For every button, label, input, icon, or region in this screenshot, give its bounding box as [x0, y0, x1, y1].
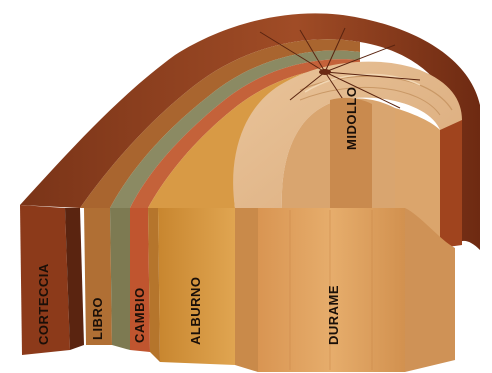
cambio-olive-front-face [110, 208, 130, 350]
label-cambio: CAMBIO [132, 287, 147, 343]
label-alburno: ALBURNO [188, 277, 203, 346]
label-durame: DURAME [326, 285, 341, 345]
label-libro: LIBRO [90, 297, 105, 340]
right-bark-edge [440, 120, 462, 248]
durame-side-face [235, 208, 258, 372]
label-corteccia: CORTECCIA [36, 263, 51, 345]
pith-dot [319, 69, 331, 75]
label-midollo: MIDOLLO [344, 87, 359, 150]
